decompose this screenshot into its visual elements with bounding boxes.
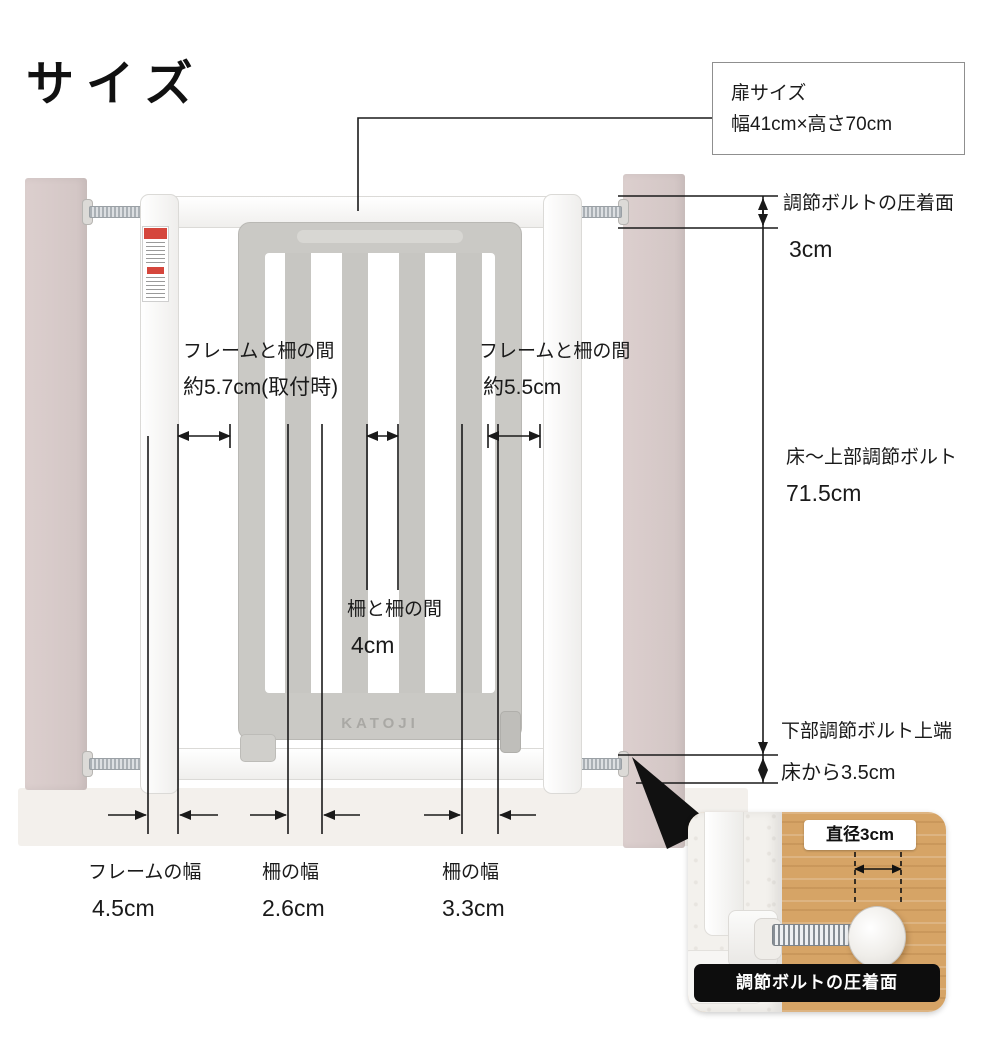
door-size-title: 扉サイズ xyxy=(731,83,807,104)
dim-frame-width-label: フレームの幅 xyxy=(88,862,202,883)
dim-floor-top-bolt-label: 床〜上部調節ボルト xyxy=(786,447,958,468)
adjust-bolt-top-right xyxy=(578,206,622,218)
adjust-bolt-bottom-right xyxy=(578,758,622,770)
dim-frame-gap-right-value: 約5.5cm xyxy=(483,376,562,399)
diameter-label: 直径3cm xyxy=(804,820,916,850)
dim-lower-bolt-value: 床から3.5cm xyxy=(781,762,896,784)
dim-bolt-surface-value: 3cm xyxy=(789,236,833,262)
diameter-dimension xyxy=(854,852,902,906)
dim-slat-gap-label: 柵と柵の間 xyxy=(347,599,443,620)
wall-post-right xyxy=(623,174,685,848)
warning-label xyxy=(142,226,169,302)
gate-handle xyxy=(297,230,463,243)
dim-lower-bolt-label: 下部調節ボルト上端 xyxy=(781,721,953,742)
dim-slat-gap-value: 4cm xyxy=(351,632,395,658)
dim-slat-width-small-label: 柵の幅 xyxy=(262,862,320,883)
gate-slat-2 xyxy=(342,253,368,693)
adjust-bolt-bottom-left xyxy=(89,758,143,770)
dim-frame-width-value: 4.5cm xyxy=(92,895,155,921)
warning-label-text-lines xyxy=(146,242,165,264)
gate-pedal xyxy=(240,734,276,762)
dim-frame-gap-left-value: 約5.7cm(取付時) xyxy=(183,376,339,399)
warning-label-subheader xyxy=(147,267,164,274)
gate-slat-3 xyxy=(399,253,425,693)
bolt-closeup-inset: 直径3cm 調節ボルトの圧着面 xyxy=(688,812,946,1012)
dim-slat-width-large-label: 柵の幅 xyxy=(442,862,500,883)
gate-latch xyxy=(500,711,521,753)
warning-label-text-lines-2 xyxy=(146,277,165,299)
gate-panel: KATOJI xyxy=(238,222,522,753)
frame-bottom-rail xyxy=(140,748,582,780)
page-title: サイズ xyxy=(26,58,205,111)
dim-slat-width-large-value: 3.3cm xyxy=(442,895,505,921)
dim-frame-gap-right-label: フレームと柵の間 xyxy=(479,341,631,362)
adjust-bolt-top-left xyxy=(89,206,143,218)
dim-slat-width-small-value: 2.6cm xyxy=(262,895,325,921)
dim-floor-top-bolt-value: 71.5cm xyxy=(786,480,862,506)
inset-caption: 調節ボルトの圧着面 xyxy=(694,964,940,1002)
wall-post-left xyxy=(25,178,87,790)
frame-right-tube xyxy=(543,194,582,794)
gate-slat-4 xyxy=(456,253,482,693)
door-size-value: 幅41cm×高さ70cm xyxy=(731,114,893,135)
dim-frame-gap-left-label: フレームと柵の間 xyxy=(183,341,335,362)
dim-bolt-surface-label: 調節ボルトの圧着面 xyxy=(783,193,955,214)
warning-label-header xyxy=(144,228,167,239)
door-size-callout: 扉サイズ 幅41cm×高さ70cm xyxy=(712,62,965,155)
gate-slat-1 xyxy=(285,253,311,693)
brand-logo: KATOJI xyxy=(341,715,419,732)
